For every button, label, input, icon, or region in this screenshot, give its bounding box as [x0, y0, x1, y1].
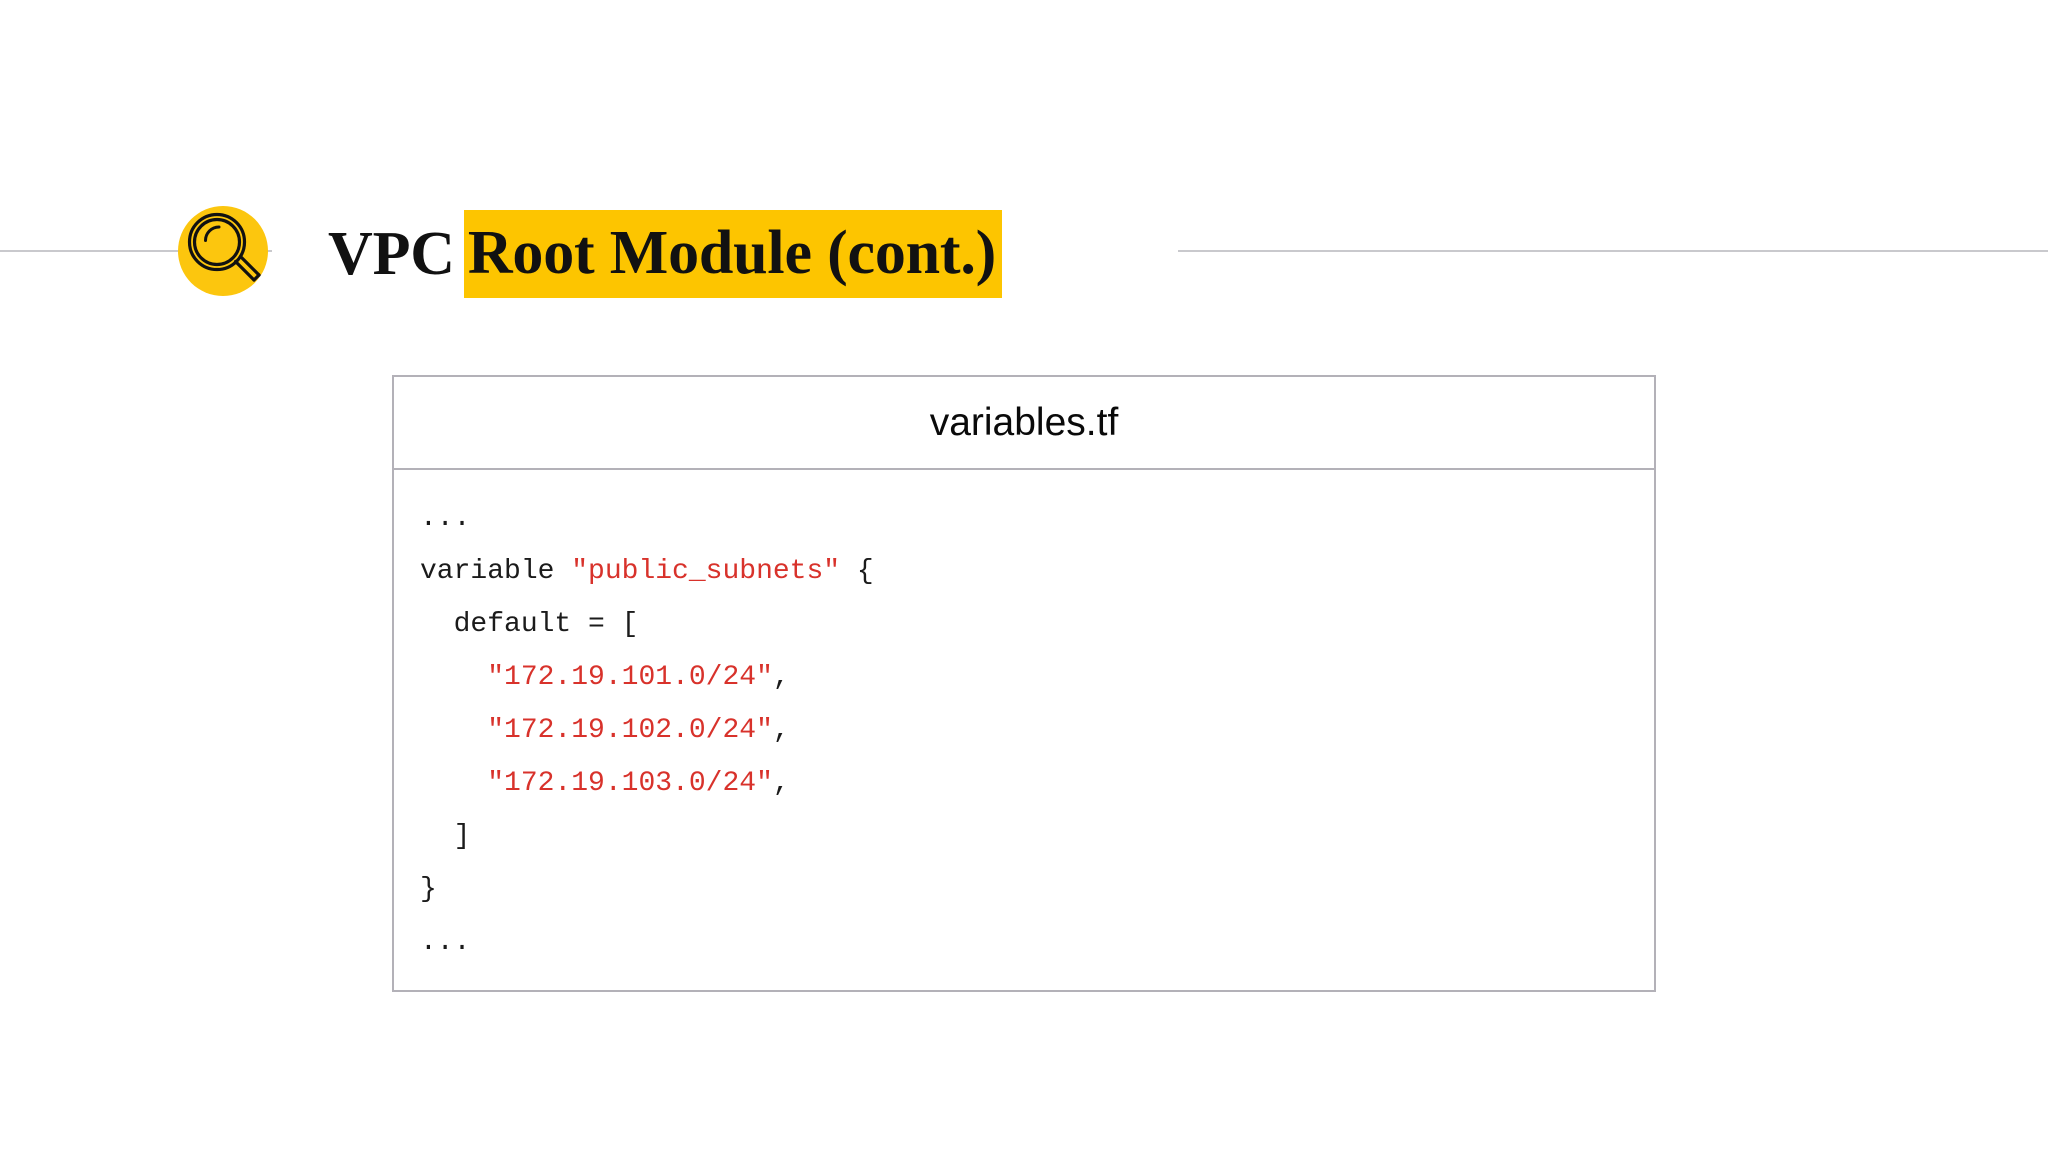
divider-line-right	[1178, 250, 2048, 252]
code-token-string: "172.19.102.0/24"	[487, 715, 773, 746]
code-token-plain: }	[420, 874, 437, 905]
code-panel: variables.tf ... variable "public_subnets…	[392, 375, 1656, 992]
code-token-plain: ,	[772, 662, 790, 693]
code-token-plain	[420, 768, 487, 799]
code-line-default-open: default = [	[420, 598, 1654, 651]
code-token-plain: variable	[420, 556, 572, 587]
magnifier-badge	[178, 206, 268, 296]
code-file-name: variables.tf	[929, 401, 1119, 444]
code-token-plain: ,	[772, 715, 790, 746]
code-token-string: "172.19.101.0/24"	[487, 662, 773, 693]
code-panel-header: variables.tf	[394, 377, 1654, 470]
code-token-plain: ...	[420, 927, 471, 958]
page-title-highlight: Root Module (cont.)	[463, 210, 1003, 298]
code-line-block-close: }	[420, 863, 1654, 916]
code-token-plain	[420, 715, 487, 746]
code-token-plain: ...	[420, 503, 471, 534]
code-line-list-close: ]	[420, 810, 1654, 863]
code-token-plain: default = [	[420, 609, 639, 640]
code-block: ... variable "public_subnets" { default =…	[394, 470, 1654, 969]
divider-line-left	[0, 250, 272, 252]
code-token-string: "public_subnets"	[571, 556, 841, 587]
code-line-ellipsis-bot: ...	[420, 916, 1654, 969]
code-line-subnet-3: "172.19.103.0/24",	[420, 757, 1654, 810]
page-title-prefix: VPC	[328, 220, 455, 288]
code-line-subnet-2: "172.19.102.0/24",	[420, 704, 1654, 757]
code-token-plain: {	[840, 556, 874, 587]
code-line-ellipsis-top: ...	[420, 492, 1654, 545]
code-line-subnet-1: "172.19.101.0/24",	[420, 651, 1654, 704]
code-token-string: "172.19.103.0/24"	[487, 768, 773, 799]
code-token-plain: ]	[420, 821, 471, 852]
code-token-plain	[420, 662, 487, 693]
code-token-plain: ,	[772, 768, 790, 799]
code-line-variable-decl: variable "public_subnets" {	[420, 545, 1654, 598]
magnifier-icon	[187, 212, 261, 282]
